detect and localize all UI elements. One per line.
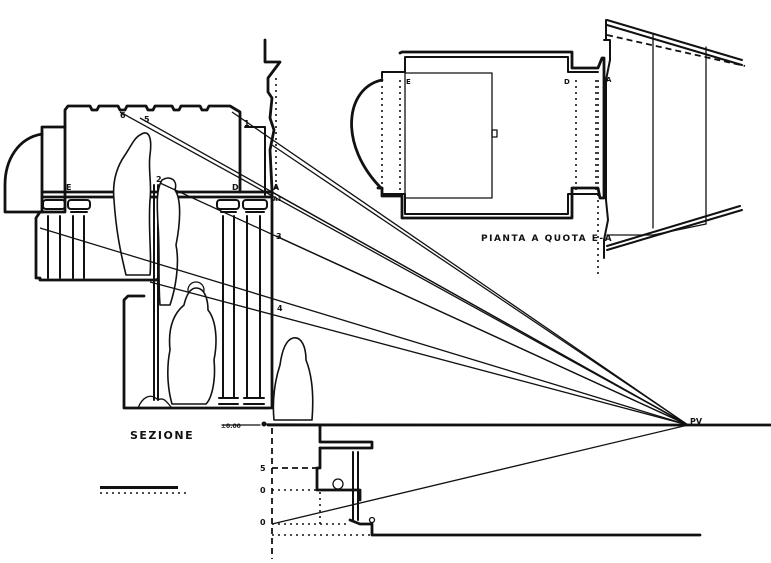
section-label-2: 2 [156, 175, 162, 184]
right-columns [216, 199, 268, 405]
step-profile [318, 423, 374, 450]
section-title: SEZIONE [130, 429, 194, 442]
view-ray [271, 424, 689, 525]
niche-ornament [332, 478, 344, 490]
base-point [368, 516, 376, 524]
apse-dome [3, 132, 44, 214]
view-ray [275, 235, 689, 426]
view-ray [231, 111, 689, 426]
labels: SEZIONE PIANTA A QUOTA E-A PV ±0.00 E D … [66, 76, 703, 527]
scale-label-0a: 0 [260, 486, 266, 495]
section-label-E: E [66, 183, 71, 192]
plan-facade-wall [603, 19, 611, 259]
section-label-6: 6 [120, 111, 126, 120]
section-label-A1: A1 [273, 196, 282, 203]
ground-level-label: ±0.00 [221, 423, 241, 430]
vault-right-wall [244, 126, 266, 196]
plan-label-A: A [606, 76, 612, 84]
perspective-bottom-edge [606, 205, 743, 251]
scale-bar-solid [100, 486, 178, 489]
kneeling-figure [156, 177, 181, 306]
perspective-bottom-inner [606, 223, 707, 236]
section-label-D: D [232, 183, 239, 192]
lower-chapel [122, 294, 272, 410]
hooded-figure [272, 337, 314, 421]
view-ray [119, 111, 689, 426]
scale-label-5: 5 [260, 464, 266, 473]
facade-wall-profile [263, 38, 282, 410]
niche-column [352, 451, 359, 521]
lower-left-block [34, 210, 162, 282]
apse-wall [40, 125, 67, 214]
niche-profile [315, 446, 362, 502]
perspective-top-dash [606, 34, 746, 67]
standing-figure-upper [112, 132, 152, 276]
section-label-5: 5 [144, 115, 150, 124]
vault-roof [63, 104, 242, 194]
section-label-3: 3 [276, 232, 282, 241]
lower-profile [271, 423, 702, 559]
section-label-A: A [273, 183, 280, 192]
plan-title: PIANTA A QUOTA E-A [481, 234, 613, 244]
plan-label-D: D [564, 78, 570, 86]
view-ray [271, 191, 689, 426]
section-label-4: 4 [277, 304, 283, 313]
plan-nave-rect [404, 72, 493, 199]
debris [137, 395, 173, 409]
view-ray [149, 281, 689, 426]
view-ray [271, 144, 689, 426]
plan-apse [350, 78, 384, 191]
view-ray [261, 423, 689, 426]
view-rays [39, 111, 689, 525]
plan-outline [376, 50, 606, 220]
plan-inner-outline [381, 56, 599, 215]
perspective-verticals [652, 34, 707, 229]
scale-label-0b: 0 [260, 518, 266, 527]
left-columns [42, 199, 91, 279]
plan-drawing [350, 19, 746, 278]
seated-figure-lower [167, 287, 217, 405]
base-profile [348, 518, 702, 537]
section-label-1: 1 [244, 119, 250, 128]
scale-bar [100, 486, 190, 494]
viewpoint-label: PV [690, 417, 703, 426]
section-drawing [3, 38, 771, 427]
perspective-top-edge [606, 19, 743, 66]
plan-altar-mark [491, 129, 498, 138]
view-ray [39, 227, 689, 426]
plan-label-E: E [406, 78, 411, 86]
